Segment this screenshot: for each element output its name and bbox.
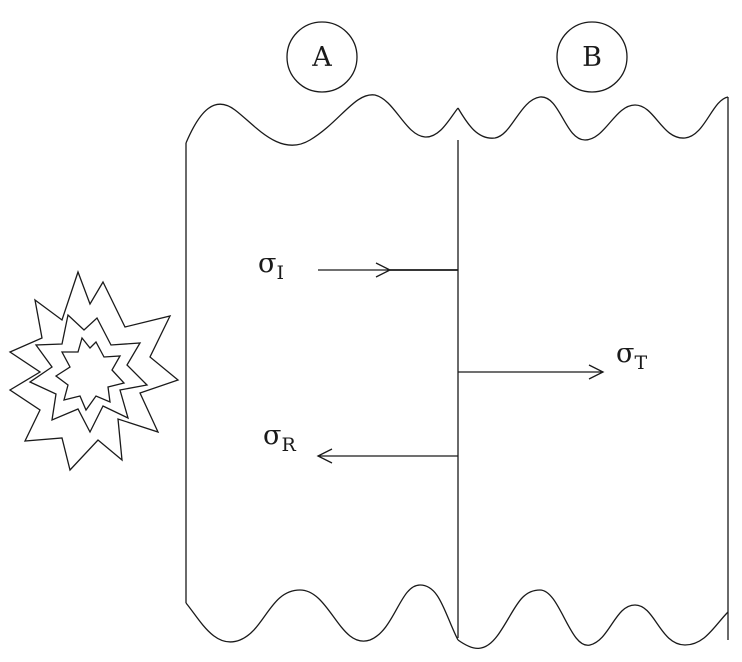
reflected-wave-subscript: R — [281, 434, 296, 456]
incident-wave-label: σI — [258, 248, 284, 284]
region-a-block — [185, 94, 459, 643]
transmitted-wave-symbol: σ — [616, 338, 634, 369]
transmitted-wave-label: σT — [616, 338, 647, 374]
reflected-wave: σR — [263, 420, 458, 464]
explosion-icon — [8, 270, 180, 472]
transmitted-wave: σT — [458, 338, 647, 380]
region-b-top-edge — [457, 96, 729, 141]
region-a-top-edge — [185, 94, 459, 146]
reflected-wave-label: σR — [263, 420, 296, 456]
transmitted-wave-subscript: T — [634, 352, 647, 374]
incident-wave: σI — [258, 248, 458, 284]
region-a-label: A — [311, 42, 332, 73]
region-b-circle: B — [556, 21, 628, 93]
reflected-wave-symbol: σ — [263, 420, 281, 451]
region-b-bottom-edge — [457, 589, 729, 650]
reflected-arrow-head — [316, 448, 333, 464]
region-a-circle: A — [286, 21, 358, 93]
incident-wave-symbol: σ — [258, 248, 276, 279]
region-b-block — [457, 96, 729, 650]
region-b-label: B — [582, 42, 602, 73]
transmitted-arrow-head — [588, 364, 605, 380]
incident-wave-subscript: I — [276, 262, 284, 284]
region-a-bottom-edge — [185, 584, 459, 643]
